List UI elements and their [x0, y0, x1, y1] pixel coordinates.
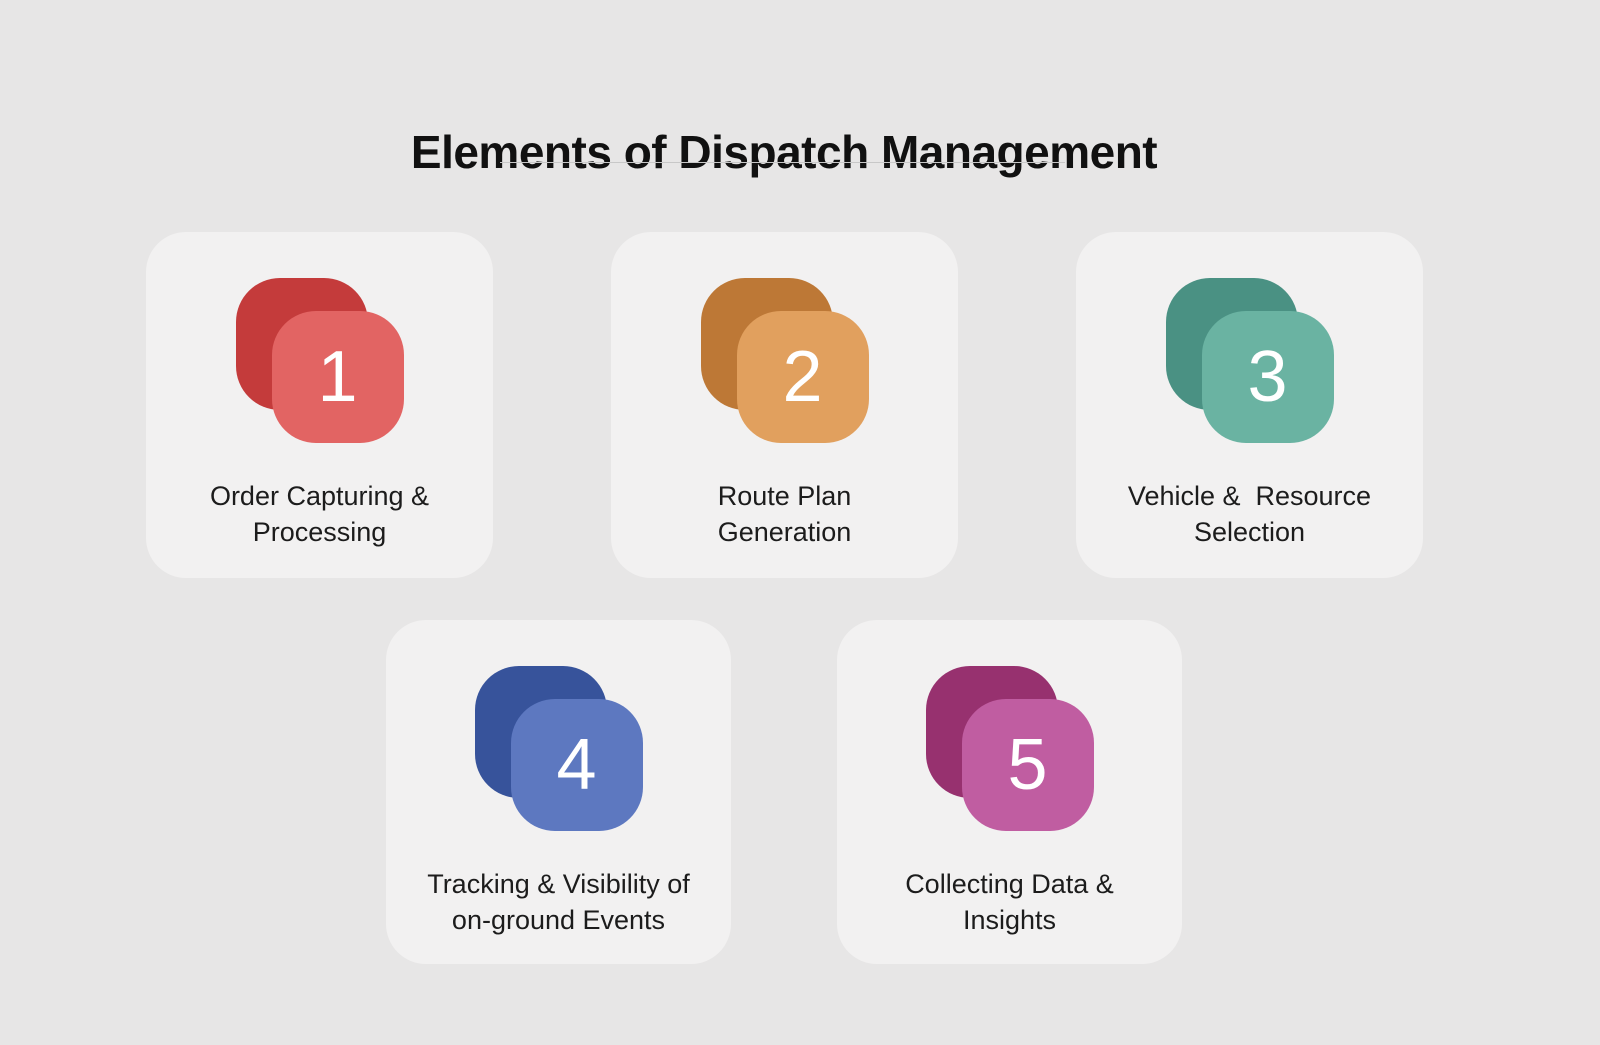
card-label-line-2: Processing: [252, 517, 387, 547]
card-label-line-1: Order Capturing &: [209, 481, 430, 511]
card-vehicle-resource: 3 Vehicle & Resource Selection: [1076, 232, 1423, 578]
card-label-line-1: Collecting Data &: [905, 869, 1114, 899]
card-label: Vehicle & Resource Selection: [1076, 478, 1423, 550]
stacked-squares-icon: 2: [700, 278, 869, 444]
card-tracking-visibility: 4 Tracking & Visibility of on-ground Eve…: [386, 620, 731, 964]
card-order-capturing: 1 Order Capturing & Processing: [146, 232, 493, 578]
card-label-line-2: Selection: [1193, 517, 1306, 547]
icon-front-square: 2: [736, 311, 869, 443]
stacked-squares-icon: 5: [925, 666, 1094, 832]
stacked-squares-icon: 3: [1165, 278, 1334, 444]
card-label-line-1: Route Plan: [717, 481, 852, 511]
card-label-line-2: Generation: [717, 517, 852, 547]
icon-front-square: 1: [271, 311, 404, 443]
card-label-line-1: Tracking & Visibility of: [427, 869, 690, 899]
card-label: Route Plan Generation: [611, 478, 958, 550]
icon-front-square: 4: [510, 699, 643, 831]
card-label: Tracking & Visibility of on-ground Event…: [386, 866, 731, 938]
card-route-plan: 2 Route Plan Generation: [611, 232, 958, 578]
icon-front-square: 3: [1201, 311, 1334, 443]
card-number: 1: [317, 337, 358, 417]
card-collecting-data: 5 Collecting Data & Insights: [837, 620, 1182, 964]
icon-front-square: 5: [961, 699, 1094, 831]
page-title: Elements of Dispatch Management: [410, 125, 1158, 178]
stacked-squares-icon: 4: [474, 666, 643, 832]
card-label: Order Capturing & Processing: [146, 478, 493, 550]
card-label-line-2: Insights: [962, 905, 1057, 935]
card-number: 4: [556, 725, 597, 805]
title-divider: [500, 162, 1065, 163]
card-number: 5: [1007, 725, 1048, 805]
card-label: Collecting Data & Insights: [837, 866, 1182, 938]
stacked-squares-icon: 1: [235, 278, 404, 444]
card-label-line-2: on-ground Events: [451, 905, 666, 935]
card-label-line-1: Vehicle & Resource: [1127, 481, 1372, 511]
card-number: 3: [1247, 337, 1288, 417]
card-number: 2: [782, 337, 823, 417]
